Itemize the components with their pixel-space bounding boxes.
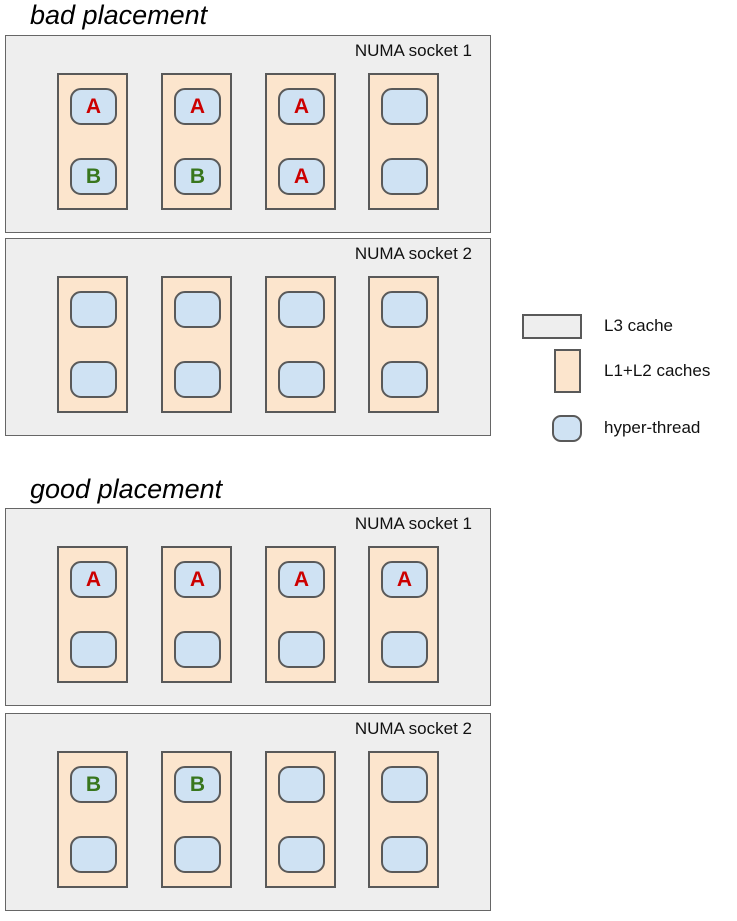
hyper-thread: A: [174, 88, 221, 125]
numa-socket: NUMA socket 1 A A A A: [5, 508, 491, 706]
hyper-thread: [174, 836, 221, 873]
hyper-thread: [381, 766, 428, 803]
hyper-thread: [278, 361, 325, 398]
hyper-thread: A: [278, 88, 325, 125]
core-l1l2-cache: [368, 751, 439, 888]
hyper-thread: [278, 836, 325, 873]
legend-l12-label: L1+L2 caches: [604, 361, 711, 380]
socket-label: NUMA socket 2: [354, 244, 472, 263]
hyper-thread: A: [70, 88, 117, 125]
hyper-thread: A: [70, 561, 117, 598]
core-l1l2-cache: [368, 73, 439, 210]
hyper-thread: [278, 631, 325, 668]
hyper-thread: [381, 158, 428, 195]
core-l1l2-cache: A: [368, 546, 439, 683]
hyper-thread: [70, 836, 117, 873]
numa-socket: NUMA socket 2 B B: [5, 713, 491, 911]
core-l1l2-cache: [368, 276, 439, 413]
hyper-thread: [174, 361, 221, 398]
hyper-thread: B: [70, 158, 117, 195]
hyper-thread: B: [70, 766, 117, 803]
hyper-thread: [381, 361, 428, 398]
panel-title: bad placement: [30, 0, 208, 30]
hyper-thread: [70, 361, 117, 398]
hyper-thread: A: [174, 561, 221, 598]
legend-l3-label: L3 cache: [604, 316, 673, 335]
hyper-thread: [381, 88, 428, 125]
socket-label: NUMA socket 1: [354, 41, 472, 60]
legend-thread-swatch: [552, 415, 582, 442]
core-l1l2-cache: A: [161, 546, 232, 683]
hyper-thread: A: [278, 561, 325, 598]
hyper-thread: [381, 291, 428, 328]
core-l1l2-cache: [265, 276, 336, 413]
socket-label: NUMA socket 1: [354, 514, 472, 533]
core-l1l2-cache: A: [265, 546, 336, 683]
hyper-thread: A: [278, 158, 325, 195]
hyper-thread: [381, 836, 428, 873]
core-l1l2-cache: B: [57, 751, 128, 888]
hyper-thread: [278, 291, 325, 328]
core-l1l2-cache: B: [161, 751, 232, 888]
legend-l12-swatch: [554, 349, 581, 393]
socket-label: NUMA socket 2: [354, 719, 472, 738]
legend-l3-swatch: [522, 314, 582, 339]
core-l1l2-cache: [265, 751, 336, 888]
hyper-thread: [174, 631, 221, 668]
hyper-thread: B: [174, 766, 221, 803]
hyper-thread: [174, 291, 221, 328]
hyper-thread: [70, 631, 117, 668]
panel-title: good placement: [30, 474, 223, 504]
hyper-thread: [278, 766, 325, 803]
core-l1l2-cache: [161, 276, 232, 413]
hyper-thread: [381, 631, 428, 668]
core-l1l2-cache: [57, 276, 128, 413]
hyper-thread: A: [381, 561, 428, 598]
legend-thread-label: hyper-thread: [604, 418, 701, 437]
core-l1l2-cache: A: [57, 546, 128, 683]
hyper-thread: [70, 291, 117, 328]
hyper-thread: B: [174, 158, 221, 195]
numa-socket: NUMA socket 2: [5, 238, 491, 436]
